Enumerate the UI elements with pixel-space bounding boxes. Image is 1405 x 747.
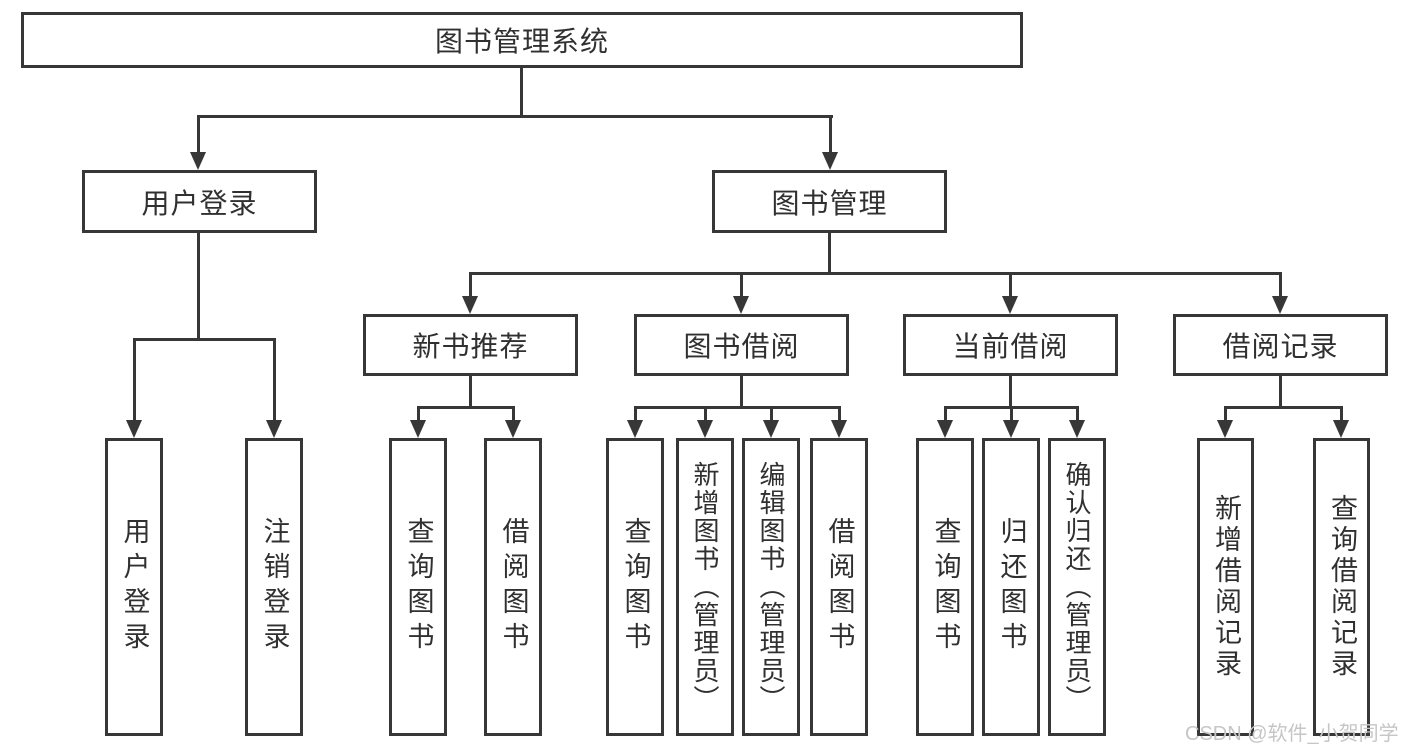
arrow-g3-leaf2 <box>1003 420 1019 438</box>
node-leaf-add-borrow-record: 新增借阅记录 <box>1197 438 1254 736</box>
connector-g1-stem <box>469 376 472 406</box>
arrow-to-new-book <box>462 296 478 314</box>
arrow-g2-leaf3 <box>763 420 779 438</box>
arrow-g3-leaf3 <box>1069 420 1085 438</box>
node-leaf-borrow-books-2: 借阅图书 <box>810 438 868 736</box>
arrow-g4-leaf1 <box>1217 420 1233 438</box>
arrow-g2-leaf4 <box>831 420 847 438</box>
arrow-to-borrow-records <box>1272 296 1288 314</box>
node-leaf-add-borrow-record-label: 新增借阅记录 <box>1211 494 1241 680</box>
connector-g3-leaf2-drop <box>1010 406 1013 420</box>
node-leaf-confirm-return-admin-label: 确认归还（管理员） <box>1062 461 1092 713</box>
connector-current-borrow-drop <box>1009 272 1012 296</box>
arrow-to-book-mgmt <box>822 152 838 170</box>
node-leaf-edit-books-admin-label: 编辑图书（管理员） <box>756 461 786 713</box>
arrow-g1-leaf2 <box>505 420 521 438</box>
node-book-management-label: 图书管理 <box>771 187 888 219</box>
node-leaf-logout-label: 注销登录 <box>259 517 290 657</box>
node-leaf-user-login-label: 用户登录 <box>119 517 150 657</box>
connector-borrow-records-drop <box>1279 272 1282 296</box>
node-leaf-user-login: 用户登录 <box>105 438 163 736</box>
node-leaf-query-borrow-record-label: 查询借阅记录 <box>1327 494 1357 680</box>
arrow-to-book-borrow <box>733 296 749 314</box>
connector-g3-leaf1-drop <box>944 406 947 420</box>
connector-g2-leaf1-drop <box>634 406 637 420</box>
connector-book-mgmt-stem <box>828 233 831 274</box>
node-book-borrow: 图书借阅 <box>634 314 849 376</box>
arrow-to-current-borrow <box>1002 296 1018 314</box>
connector-g4-leaf1-drop <box>1224 406 1227 420</box>
node-current-borrow-label: 当前借阅 <box>952 331 1069 362</box>
connector-g2-leaf3-drop <box>770 406 773 420</box>
node-borrow-records-label: 借阅记录 <box>1222 331 1339 362</box>
node-root-label: 图书管理系统 <box>434 26 609 57</box>
connector-g1-leaf2-drop <box>512 406 515 420</box>
connector-level3-rail <box>469 272 1282 275</box>
node-root: 图书管理系统 <box>21 12 1023 68</box>
node-leaf-query-books-1-label: 查询图书 <box>403 517 434 657</box>
connector-new-book-drop <box>469 272 472 296</box>
node-leaf-query-borrow-record: 查询借阅记录 <box>1313 438 1370 736</box>
node-leaf-return-books-label: 归还图书 <box>996 517 1027 657</box>
connector-g4-stem <box>1279 376 1282 406</box>
node-leaf-query-books-3-label: 查询图书 <box>930 517 961 657</box>
connector-user-group-stem <box>197 233 200 338</box>
connector-g1-leaf1-drop <box>417 406 420 420</box>
arrow-g3-leaf1 <box>937 420 953 438</box>
connector-root-stem <box>520 68 523 118</box>
connector-user-group-rail <box>133 338 276 341</box>
arrow-to-user-login <box>190 152 206 170</box>
connector-g2-rail <box>634 406 841 409</box>
connector-g3-stem <box>1009 376 1012 406</box>
node-leaf-query-books-2-label: 查询图书 <box>620 517 651 657</box>
node-leaf-edit-books-admin: 编辑图书（管理员） <box>742 438 800 736</box>
connector-leaf-user-login-drop <box>133 338 136 420</box>
connector-g2-leaf4-drop <box>838 406 841 420</box>
connector-g4-rail <box>1224 406 1343 409</box>
node-current-borrow: 当前借阅 <box>903 314 1118 376</box>
connector-g2-leaf2-drop <box>704 406 707 420</box>
node-user-login-group-label: 用户登录 <box>141 187 258 219</box>
node-leaf-borrow-books-1: 借阅图书 <box>484 438 542 736</box>
node-book-management: 图书管理 <box>712 170 947 233</box>
node-user-login-group: 用户登录 <box>82 170 317 233</box>
node-leaf-borrow-books-1-label: 借阅图书 <box>498 517 529 657</box>
node-leaf-confirm-return-admin: 确认归还（管理员） <box>1048 438 1106 736</box>
node-leaf-add-books-admin: 新增图书（管理员） <box>676 438 734 736</box>
arrow-to-leaf-user-login <box>126 420 142 438</box>
node-leaf-query-books-3: 查询图书 <box>916 438 974 736</box>
connector-level2-rail <box>197 115 833 118</box>
connector-book-borrow-drop <box>740 272 743 296</box>
connector-user-login-drop <box>197 115 200 152</box>
node-leaf-borrow-books-2-label: 借阅图书 <box>824 517 855 657</box>
node-leaf-query-books-2: 查询图书 <box>606 438 664 736</box>
connector-book-mgmt-drop <box>829 115 832 152</box>
watermark: CSDN @软件_小贺同学 <box>1185 723 1399 745</box>
connector-g1-rail <box>417 406 515 409</box>
arrow-g2-leaf1 <box>627 420 643 438</box>
node-leaf-query-books-1: 查询图书 <box>389 438 447 736</box>
connector-g2-stem <box>740 376 743 406</box>
arrow-to-leaf-logout <box>266 420 282 438</box>
arrow-g4-leaf2 <box>1333 420 1349 438</box>
node-leaf-logout: 注销登录 <box>245 438 303 736</box>
connector-g4-leaf2-drop <box>1340 406 1343 420</box>
arrow-g2-leaf2 <box>697 420 713 438</box>
arrow-g1-leaf1 <box>410 420 426 438</box>
node-leaf-return-books: 归还图书 <box>982 438 1040 736</box>
node-borrow-records: 借阅记录 <box>1173 314 1388 376</box>
node-new-book-recommend: 新书推荐 <box>363 314 578 376</box>
node-new-book-recommend-label: 新书推荐 <box>412 331 529 362</box>
node-leaf-add-books-admin-label: 新增图书（管理员） <box>690 461 720 713</box>
node-book-borrow-label: 图书借阅 <box>683 331 800 362</box>
connector-g3-leaf3-drop <box>1076 406 1079 420</box>
connector-leaf-logout-drop <box>273 338 276 420</box>
